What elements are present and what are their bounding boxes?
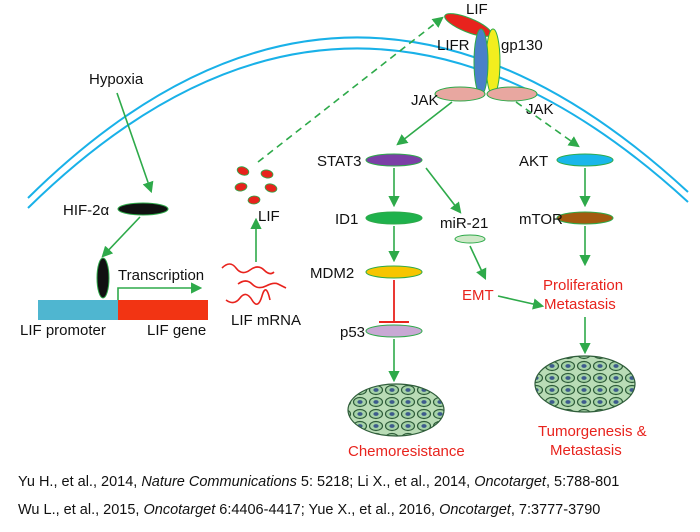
tumorgenesis-label: Tumorgenesis & (538, 423, 647, 440)
jak-to-stat3-arrow (396, 101, 453, 146)
transcription-label: Transcription (118, 267, 204, 284)
mir21-label: miR-21 (440, 215, 488, 232)
cell-membrane-inner (27, 47, 689, 209)
hif2a-protein (117, 202, 169, 216)
lif-promoter-label: LIF promoter (20, 322, 106, 339)
metastasis-outcome-label: Metastasis (550, 442, 622, 459)
jak-left-label: JAK (411, 92, 439, 109)
p53-label: p53 (340, 324, 365, 341)
lif-ligand-label: LIF (466, 1, 488, 18)
akt-protein (556, 153, 614, 167)
transcription-arrow (117, 282, 203, 300)
stat3-protein (365, 153, 423, 167)
metastasis-label: Metastasis (544, 296, 616, 313)
hif2a-label: HIF-2α (63, 202, 110, 219)
id1-protein (365, 211, 423, 225)
mdm2-protein (365, 265, 423, 279)
p53-protein (365, 324, 423, 338)
proliferation-label: Proliferation (543, 277, 623, 294)
lif-gene-label: LIF gene (147, 322, 206, 339)
jak-to-akt-arrow (515, 101, 580, 148)
tumor-cells-left (347, 383, 445, 437)
lif-mrna-label: LIF mRNA (231, 312, 301, 329)
citation-line-2: Wu L., et al., 2015, Oncotarget 6:4406-4… (18, 502, 601, 518)
mtor-label: mTOR (519, 211, 563, 228)
jak-right (486, 86, 538, 102)
hif2a-to-promoter-arrow (101, 216, 141, 258)
mir21-to-emt-arrow (469, 245, 487, 281)
mtor-protein (556, 211, 614, 225)
gp130-label: gp130 (501, 37, 543, 54)
citation-line-1: Yu H., et al., 2014, Nature Communicatio… (18, 474, 620, 490)
hypoxia-label: Hypoxia (89, 71, 144, 88)
emt-to-metastasis-arrow (497, 295, 545, 310)
lif-mrna-strand (221, 263, 287, 305)
hif2a-bound (96, 257, 110, 299)
cell-membrane-outer (27, 36, 689, 199)
lifr-receptor (473, 28, 489, 96)
lif-cyto-label: LIF (258, 208, 280, 225)
hypoxia-arrow (116, 92, 154, 194)
lif-molecules (234, 166, 278, 205)
jak-left (434, 86, 486, 102)
mdm2-label: MDM2 (310, 265, 354, 282)
lif-secretion-arrow (257, 16, 444, 163)
lifr-label: LIFR (437, 37, 470, 54)
stat3-to-mir21-arrow (425, 167, 462, 214)
lif-gene-box (118, 300, 208, 320)
lif-promoter-box (38, 300, 118, 320)
emt-label: EMT (462, 287, 494, 304)
stat3-label: STAT3 (317, 153, 361, 170)
id1-label: ID1 (335, 211, 358, 228)
tumor-cells-right (534, 355, 636, 413)
mir21-rna (454, 234, 486, 244)
jak-right-label: JAK (526, 101, 554, 118)
akt-label: AKT (519, 153, 548, 170)
chemoresistance-label: Chemoresistance (348, 443, 465, 460)
